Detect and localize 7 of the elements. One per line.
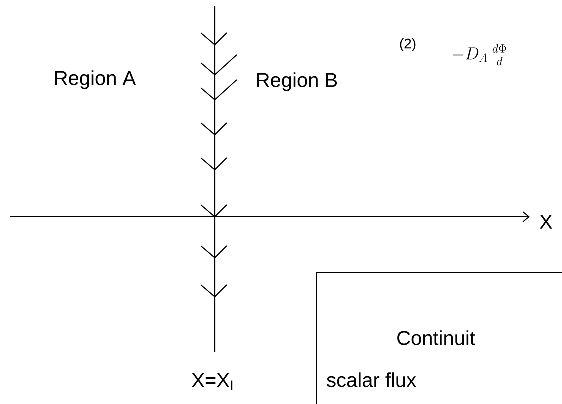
- axis-label: X: [540, 215, 552, 229]
- equation: $-D_{A}\,\frac{d\Phi}{d}$: [452, 44, 508, 66]
- equation-number: (2): [400, 38, 416, 52]
- region-label: Region B: [258, 72, 338, 92]
- text-box: Continuit scalar flux: [316, 272, 562, 404]
- interface-label: X=X$_{I}$: [192, 374, 233, 390]
- region-label: Region A: [56, 70, 136, 90]
